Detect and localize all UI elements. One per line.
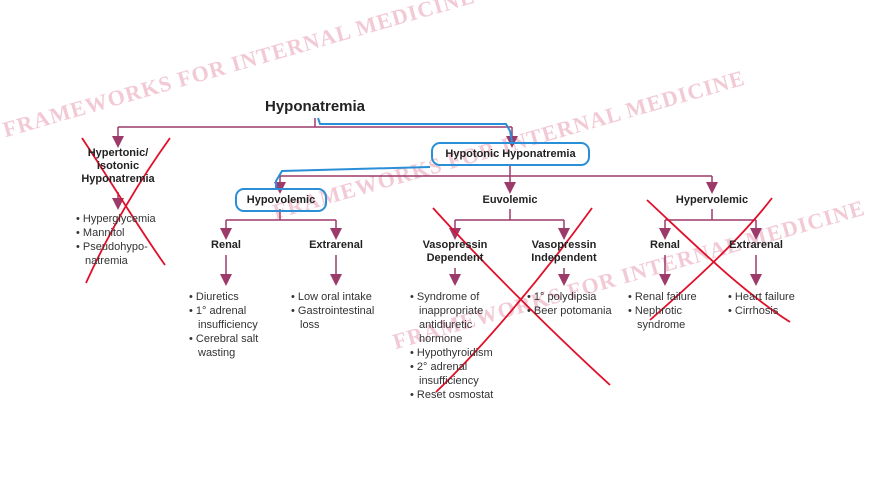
list-hypertonic: HyperglycemiaMannitolPseudohypo-natremia: [76, 212, 176, 268]
list-item: Cirrhosis: [728, 304, 798, 318]
page-title: Hyponatremia: [264, 98, 366, 115]
list-item: Hypothyroidism: [410, 346, 510, 360]
list-hyper-renal: Renal failureNephrotic syndrome: [628, 290, 718, 332]
list-item: Cerebral salt wasting: [189, 332, 281, 360]
list-item: 1° polydipsia: [527, 290, 613, 304]
list-vaso-independent: 1° polydipsiaBeer potomania: [527, 290, 613, 318]
list-item: Beer potomania: [527, 304, 613, 318]
node-hyper-extrarenal: Extrarenal: [729, 239, 783, 251]
list-item: Pseudohypo-natremia: [76, 240, 176, 268]
list-item: Gastrointestinal loss: [291, 304, 391, 332]
list-item: Syndrome of inappropriate antidiuretic h…: [410, 290, 510, 346]
node-vaso-dependent: Vasopressin Dependent: [422, 239, 488, 265]
node-euvolemic: Euvolemic: [482, 194, 538, 206]
node-hypervolemic: Hypervolemic: [675, 194, 749, 206]
list-item: Reset osmostat: [410, 388, 510, 402]
list-hypo-renal: Diuretics1° adrenal insufficiencyCerebra…: [189, 290, 281, 360]
list-item: Low oral intake: [291, 290, 391, 304]
node-hypo-renal: Renal: [211, 239, 241, 251]
node-vaso-independent: Vasopressin Independent: [531, 239, 597, 265]
node-hyper-renal: Renal: [650, 239, 680, 251]
list-item: 1° adrenal insufficiency: [189, 304, 281, 332]
highlight-marks: [235, 117, 590, 212]
node-hypertonic: Hypertonic/ isotonic Hyponatremia: [81, 147, 155, 186]
node-hypotonic: Hypotonic Hyponatremia: [445, 148, 576, 160]
list-item: 2° adrenal insufficiency: [410, 360, 510, 388]
list-item: Hyperglycemia: [76, 212, 176, 226]
list-hyper-extrarenal: Heart failureCirrhosis: [728, 290, 798, 318]
list-item: Renal failure: [628, 290, 718, 304]
list-item: Diuretics: [189, 290, 281, 304]
list-item: Heart failure: [728, 290, 798, 304]
list-item: Mannitol: [76, 226, 176, 240]
node-hypo-extrarenal: Extrarenal: [309, 239, 363, 251]
list-hypo-extrarenal: Low oral intakeGastrointestinal loss: [291, 290, 391, 332]
list-item: Nephrotic syndrome: [628, 304, 718, 332]
list-vaso-dependent: Syndrome of inappropriate antidiuretic h…: [410, 290, 510, 402]
node-hypovolemic: Hypovolemic: [246, 194, 316, 206]
